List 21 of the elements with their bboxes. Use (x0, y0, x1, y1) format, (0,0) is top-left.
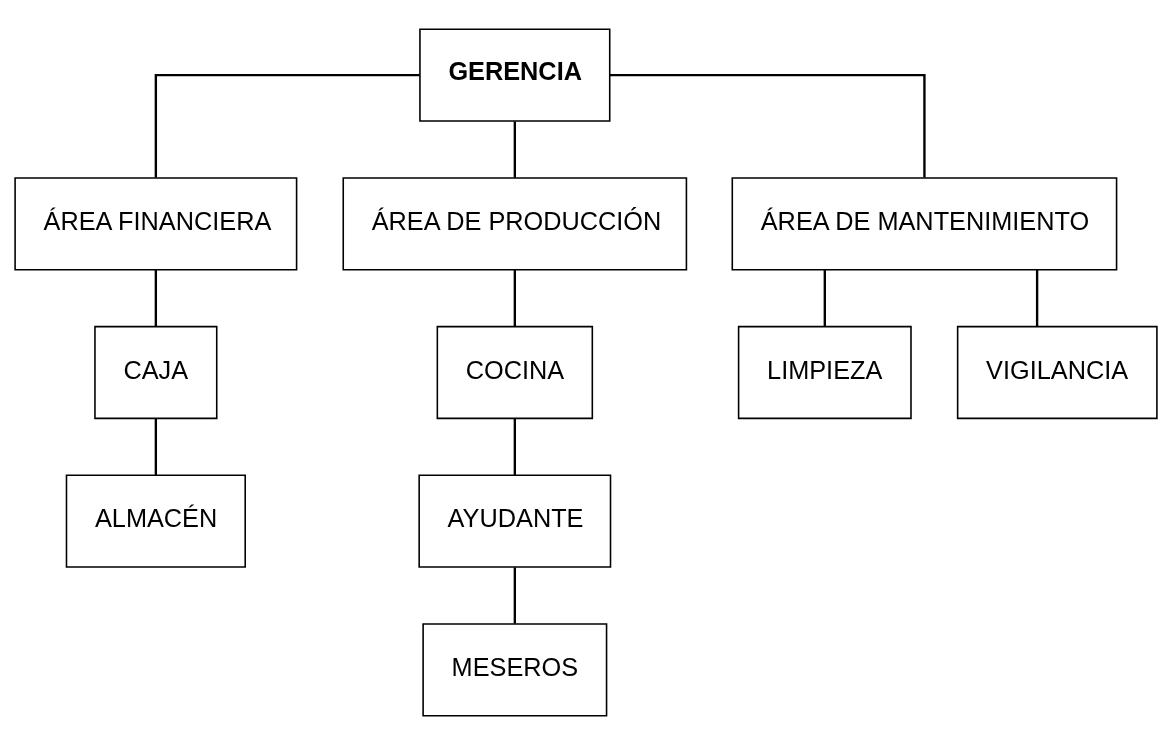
connector (154, 418, 158, 475)
node-box: ALMACÉN (65, 474, 246, 568)
node-box: ÁREA FINANCIERA (14, 177, 298, 271)
node-box: ÁREA DE PRODUCCIÓN (342, 177, 688, 271)
node-box: LIMPIEZA (737, 325, 912, 420)
connector (1035, 270, 1039, 327)
node-box: VIGILANCIA (956, 325, 1158, 420)
node-box: ÁREA DE MANTENIMIENTO (731, 177, 1118, 271)
node-box: MESEROS (422, 623, 608, 717)
connector (154, 74, 420, 178)
connector (513, 121, 516, 178)
node-box: AYUDANTE (418, 474, 612, 568)
connector (823, 270, 826, 327)
connector (609, 74, 926, 178)
connector (513, 270, 516, 327)
node-box: CAJA (94, 325, 218, 420)
node-box: GERENCIA (419, 28, 611, 122)
node-box: COCINA (436, 325, 594, 420)
connector (513, 567, 516, 624)
connector (513, 418, 516, 475)
connector (154, 270, 158, 327)
